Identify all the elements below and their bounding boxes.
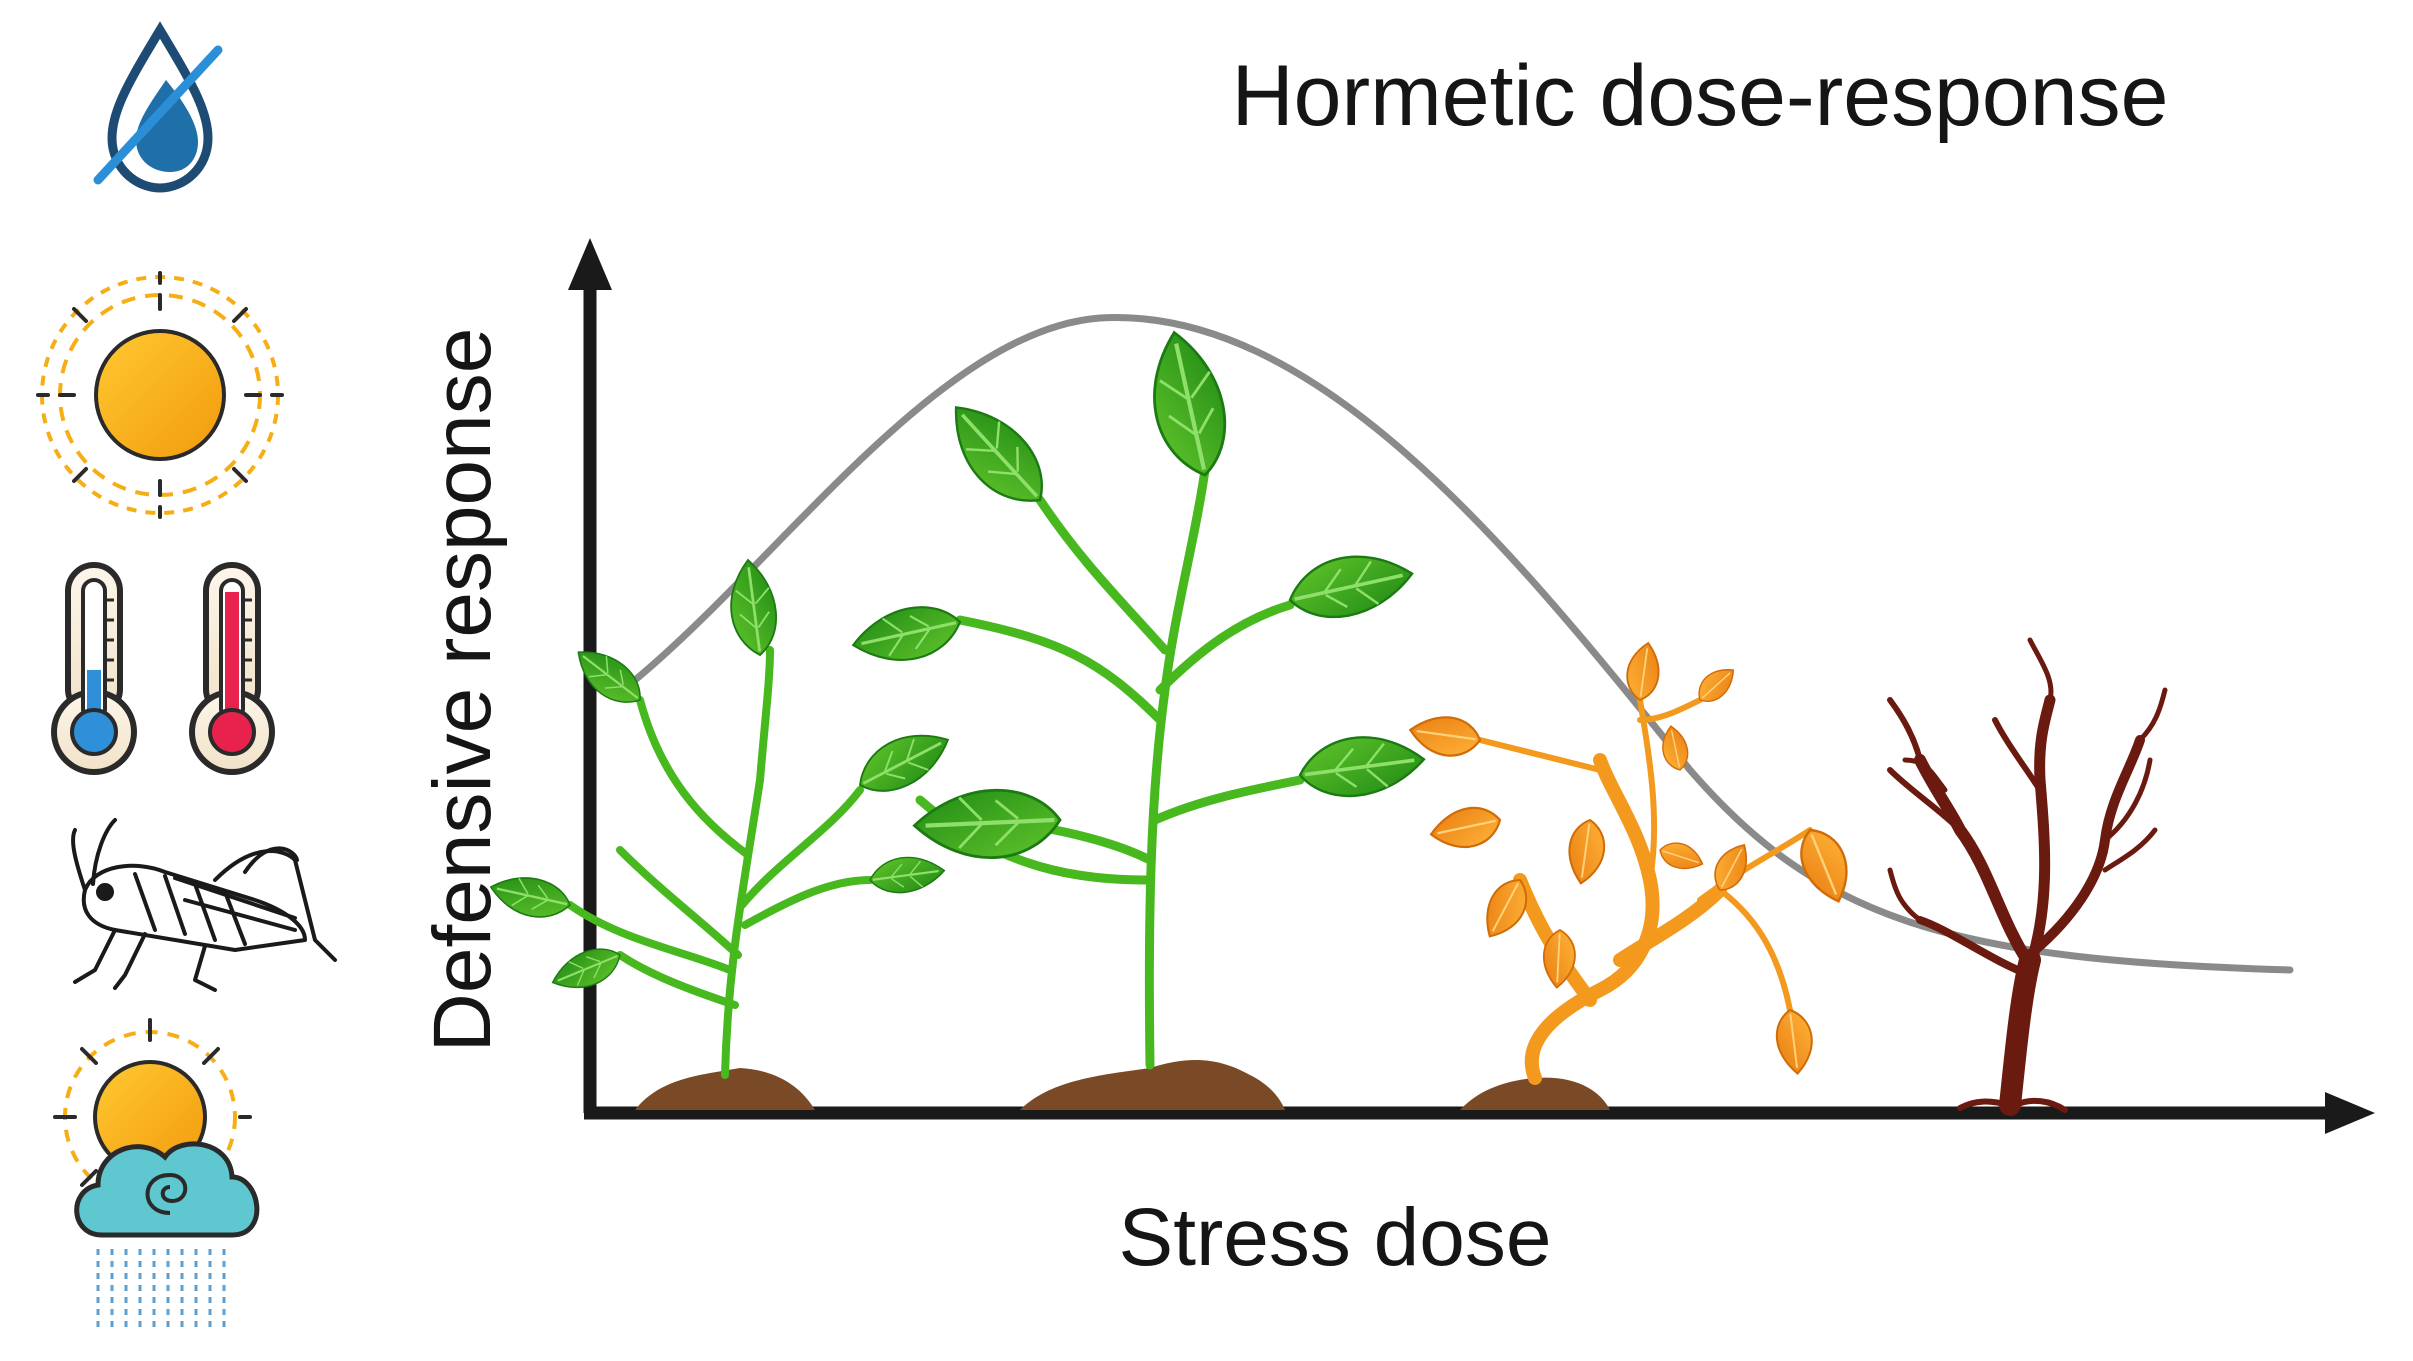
cold-thermometer-icon: [51, 562, 137, 775]
soil-mound: [1020, 1059, 1285, 1110]
soil-mound: [635, 1068, 815, 1110]
y-axis-arrow: [568, 238, 612, 290]
hot-thermometer-icon: [189, 562, 275, 775]
y-axis-label: Defensive response: [417, 328, 508, 1053]
soil-mound: [1460, 1077, 1610, 1110]
thermometers-icon: [51, 562, 275, 775]
axes: [568, 238, 2375, 1134]
grasshopper-icon: [71, 818, 337, 992]
x-axis-label: Stress dose: [1119, 1192, 1552, 1283]
sun-icon: [36, 271, 284, 519]
x-axis-arrow: [2325, 1092, 2375, 1134]
healthy-large-plant: [847, 326, 1429, 1110]
weather-icon: [53, 1018, 260, 1330]
dead-plant: [1887, 637, 2168, 1116]
stressed-plant: [1405, 639, 1860, 1110]
figure-title: Hormetic dose-response: [1232, 48, 2169, 144]
drought-icon: [93, 21, 223, 193]
healthy-small-plant: [485, 556, 960, 1110]
dose-response-curve: [631, 314, 2294, 974]
